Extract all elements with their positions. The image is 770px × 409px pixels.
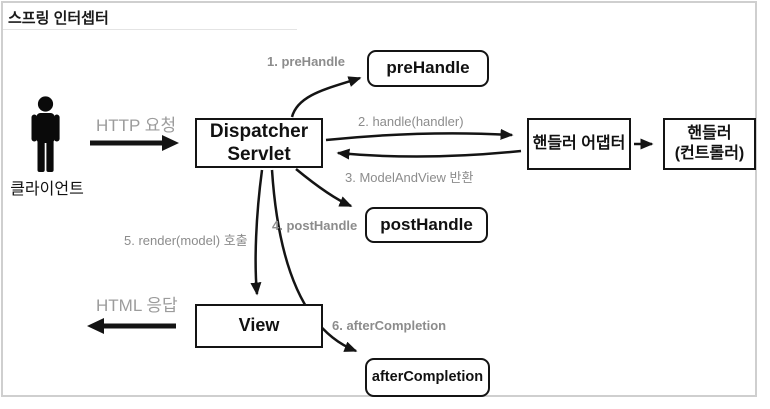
handler-adapter-node: 핸들러 어댑터 [527, 118, 631, 170]
step1-label: 1. preHandle [267, 54, 346, 69]
step3-label: 3. ModelAndView 반환 [345, 170, 474, 185]
aftercompletion-label: afterCompletion [371, 368, 484, 385]
arrow-step5-render-view [250, 169, 264, 296]
http-request-arrow [90, 135, 179, 151]
html-response-arrow [87, 318, 176, 334]
posthandle-label: postHandle [380, 214, 473, 234]
step6-label: 6. afterCompletion [332, 318, 447, 333]
posthandle-node: postHandle [365, 207, 488, 243]
client-label: 클라이언트 [10, 181, 84, 198]
arrow-step2-handle [325, 128, 514, 142]
diagram-title: 스프링 인터셉터 [8, 10, 109, 27]
title-underline [3, 29, 297, 30]
dispatcher-servlet-line1: Dispatcher [209, 120, 309, 142]
person-icon [31, 96, 60, 172]
handler-adapter-label: 핸들러 어댑터 [532, 135, 626, 153]
step5-label: 5. render(model) 호출 [124, 233, 248, 248]
http-request-label: HTTP 요청 [96, 116, 177, 135]
step4-label: 4. postHandle [272, 218, 358, 233]
handler-line2: (컨트롤러) [674, 145, 745, 162]
view-node: View [195, 304, 323, 348]
prehandle-label: preHandle [386, 58, 470, 78]
aftercompletion-node: afterCompletion [365, 358, 490, 397]
prehandle-node: preHandle [367, 50, 489, 87]
handler-line1: 핸들러 [687, 125, 732, 143]
step2-label: 2. handle(handler) [358, 114, 464, 129]
handler-controller-node: 핸들러 (컨트롤러) [663, 118, 756, 170]
arrow-step1-prehandle [290, 76, 362, 118]
arrow-step6-aftercompletion [270, 169, 358, 353]
html-response-label: HTML 응답 [96, 296, 178, 315]
dispatcher-servlet-node: Dispatcher Servlet [195, 118, 323, 168]
dispatcher-servlet-line2: Servlet [227, 144, 291, 165]
arrow-step4-posthandle [295, 168, 353, 208]
view-label: View [238, 315, 280, 336]
arrow-step3-modelandview-return [336, 148, 522, 160]
